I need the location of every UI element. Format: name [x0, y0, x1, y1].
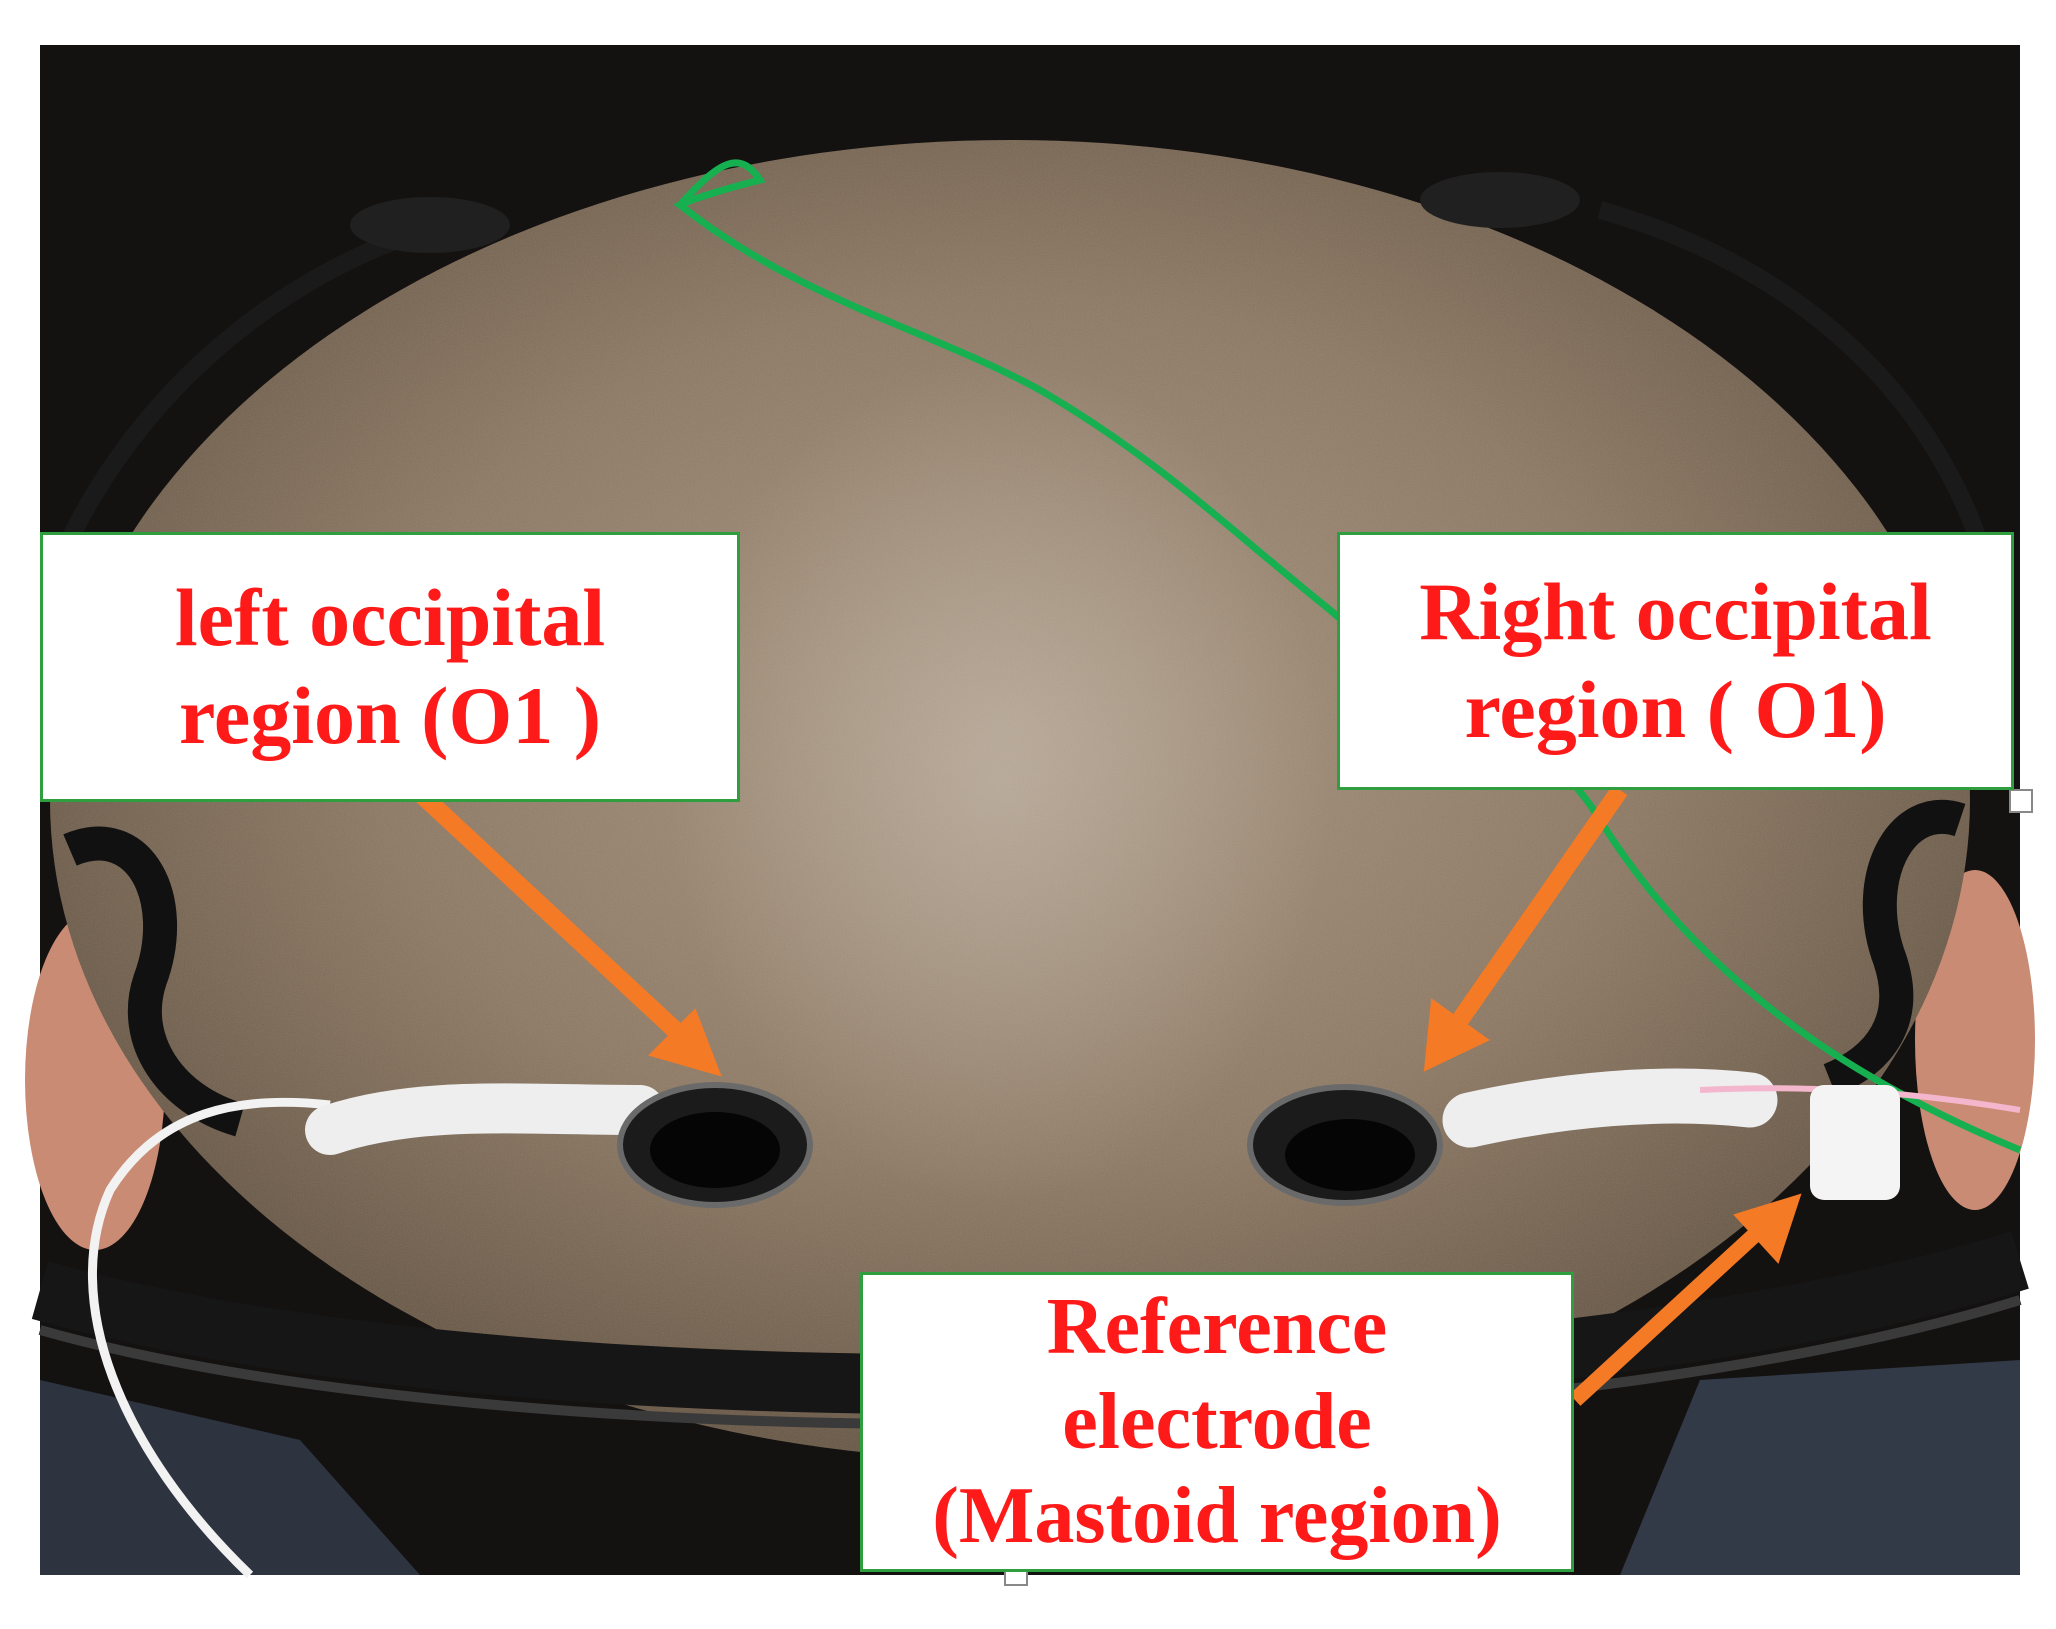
- label-ref-line2: electrode: [1062, 1377, 1372, 1466]
- headband-arc: [1597, 201, 1994, 563]
- electrode-icon-right: [1247, 1084, 1443, 1206]
- ear-right: [1915, 870, 2035, 1210]
- selection-handle: [2009, 789, 2033, 813]
- label-right-line1: Right occipital: [1419, 565, 1932, 657]
- white-cable: [87, 1097, 331, 1579]
- arrow-icon-right: [1423, 784, 1628, 1072]
- side-clip: [63, 826, 246, 1137]
- electrode-lead-left: [305, 1083, 665, 1155]
- electrode-icon-left: [617, 1082, 813, 1208]
- electrode-lead-right: [1442, 1068, 1778, 1148]
- green-wire: [673, 159, 2022, 1154]
- label-reference-electrode: Reference electrode (Mastoid region): [860, 1272, 1574, 1572]
- label-left-line2: region (O1 ): [178, 670, 602, 761]
- arrow-icon-reference: [1569, 1193, 1802, 1406]
- label-left-occipital: left occipital region (O1 ): [40, 532, 740, 802]
- label-ref-line1: Reference: [1046, 1283, 1388, 1372]
- reference-electrode-tape: [1810, 1085, 1900, 1200]
- label-left-line1: left occipital: [174, 571, 606, 663]
- headband-clip: [1420, 172, 1580, 228]
- shoulder-right: [1620, 1360, 2020, 1575]
- arrow-icon-left: [388, 763, 722, 1077]
- label-ref-line3: (Mastoid region): [932, 1472, 1502, 1561]
- label-right-line2: region ( O1): [1464, 664, 1887, 755]
- side-clip: [1823, 800, 1966, 1096]
- label-right-occipital: Right occipital region ( O1): [1337, 532, 2014, 790]
- headband-clip: [350, 197, 510, 253]
